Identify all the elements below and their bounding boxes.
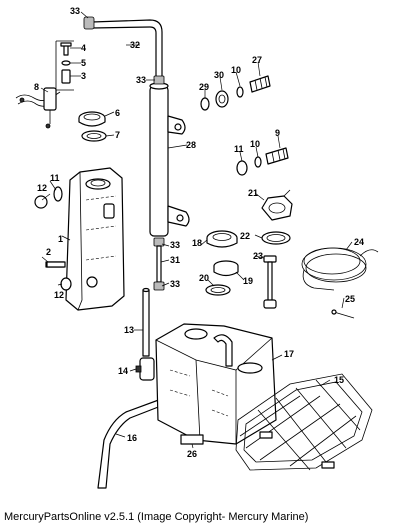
callout-32: 32 <box>130 40 140 50</box>
callout-21: 21 <box>248 188 258 198</box>
callout-13: 13 <box>124 325 134 335</box>
callout-10: 10 <box>250 139 260 149</box>
copyright-footer: MercuryPartsOnline v2.5.1 (Image Copyrig… <box>4 511 309 523</box>
callout-15: 15 <box>334 375 344 385</box>
callout-11: 11 <box>234 144 244 154</box>
fuel-sender-wiring-8 <box>15 87 61 129</box>
cap-18 <box>206 230 238 248</box>
callout-26: 26 <box>187 449 197 459</box>
clamp-33-upper <box>153 75 165 85</box>
callout-33: 33 <box>70 6 80 16</box>
fastener-group-box <box>55 40 74 91</box>
callout-4: 4 <box>81 43 86 53</box>
hose-cap-33-top <box>83 16 95 30</box>
label-26 <box>180 434 204 445</box>
callout-17: 17 <box>284 349 294 359</box>
tank-fittings <box>34 186 72 291</box>
callout-5: 5 <box>81 58 86 68</box>
callout-27: 27 <box>252 55 262 65</box>
callout-29: 29 <box>199 82 209 92</box>
leader-lines <box>40 11 353 449</box>
coiled-hose-24 <box>301 247 379 291</box>
label-2 <box>46 261 66 268</box>
callout-8: 8 <box>34 82 39 92</box>
callout-labels: 33 32 4 5 3 8 33 6 7 28 29 30 10 27 9 11… <box>34 6 364 459</box>
upper-fitting-row <box>200 75 271 111</box>
callout-25: 25 <box>345 294 355 304</box>
dip-tube-13 <box>142 287 150 357</box>
fuel-tank-17 <box>155 323 277 445</box>
callout-22: 22 <box>240 231 250 241</box>
callout-3: 3 <box>81 71 86 81</box>
callout-18: 18 <box>192 238 202 248</box>
pin-25 <box>331 309 355 319</box>
callout-30: 30 <box>214 70 224 80</box>
callout-10: 10 <box>231 65 241 75</box>
breather-hose-32 <box>91 19 163 81</box>
fill-cap-6 <box>78 111 106 127</box>
filler-pipe-28 <box>149 82 190 237</box>
callout-24: 24 <box>354 237 364 247</box>
callout-1: 1 <box>58 234 63 244</box>
callout-19: 19 <box>243 276 253 286</box>
cap-19 <box>213 260 239 277</box>
callout-7: 7 <box>115 130 120 140</box>
callout-9: 9 <box>275 128 280 138</box>
callout-33: 33 <box>136 75 146 85</box>
callout-16: 16 <box>127 433 137 443</box>
pickup-tube-23 <box>263 255 277 309</box>
callout-23: 23 <box>253 251 263 261</box>
callout-20: 20 <box>199 273 209 283</box>
gasket-22 <box>261 231 291 245</box>
rod-31 <box>153 237 165 291</box>
callout-33: 33 <box>170 240 180 250</box>
callout-12: 12 <box>37 183 47 193</box>
wire-rack-15 <box>235 373 373 471</box>
valve-14 <box>135 357 155 381</box>
fuel-tank-1 <box>65 167 125 311</box>
callout-28: 28 <box>186 140 196 150</box>
callout-33: 33 <box>170 279 180 289</box>
callout-6: 6 <box>115 108 120 118</box>
gasket-20 <box>205 284 231 296</box>
callout-12: 12 <box>54 290 64 300</box>
callout-14: 14 <box>118 366 128 376</box>
callout-31: 31 <box>170 255 180 265</box>
callout-11: 11 <box>50 173 60 183</box>
vent-cap-21 <box>261 189 293 221</box>
middle-fitting-row <box>236 147 289 176</box>
gasket-7 <box>81 130 107 142</box>
callout-2: 2 <box>46 247 51 257</box>
